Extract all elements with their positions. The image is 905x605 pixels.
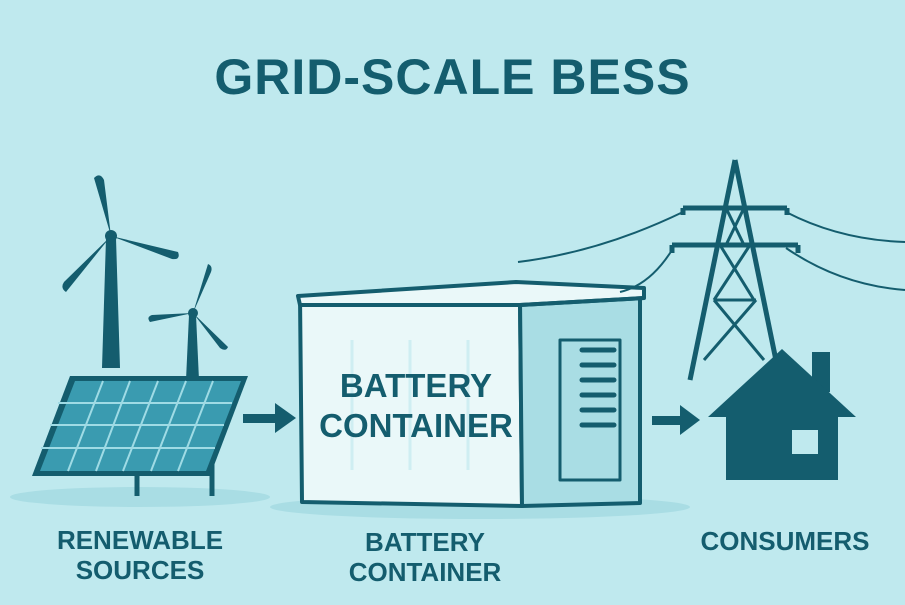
transmission-tower-icon	[669, 159, 801, 381]
renewable-sources-label: RENEWABLE SOURCES	[40, 525, 240, 585]
house-icon	[708, 349, 856, 480]
arrow-right-icon-1	[243, 403, 296, 433]
solar-panel-icon	[32, 376, 248, 496]
battery-container-label: BATTERY CONTAINER	[320, 527, 530, 587]
power-lines-icon	[517, 211, 905, 293]
wind-turbine-large-icon	[62, 175, 179, 368]
arrow-right-icon-2	[652, 405, 700, 435]
container-label: BATTERY CONTAINER	[300, 366, 532, 446]
renewable-label-line1: RENEWABLE	[56, 525, 224, 555]
battery-container-icon	[296, 280, 646, 508]
battery-label-line1: BATTERY	[365, 527, 485, 557]
consumers-label: CONSUMERS	[690, 526, 880, 556]
ground-shadow-solar	[10, 487, 270, 507]
wind-turbine-small-icon	[148, 264, 228, 380]
container-label-line2: CONTAINER	[319, 407, 513, 444]
container-label-line1: BATTERY	[339, 367, 493, 404]
battery-label-line2: CONTAINER	[348, 557, 502, 587]
diagram-title: GRID-SCALE BESS	[214, 49, 691, 105]
renewable-label-line2: SOURCES	[75, 555, 205, 585]
consumers-label-line1: CONSUMERS	[700, 526, 870, 556]
